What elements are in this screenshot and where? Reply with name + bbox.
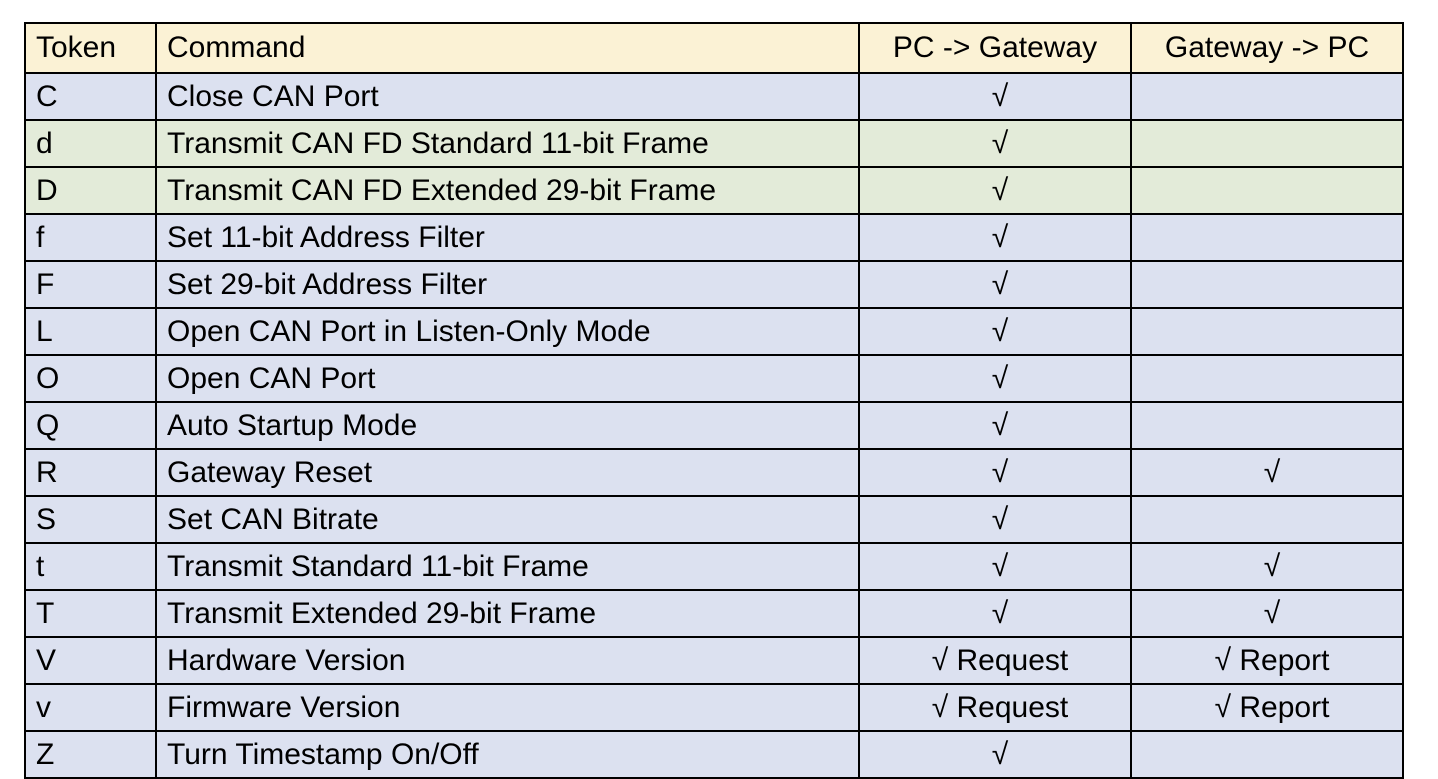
cell-command: Set 11-bit Address Filter (155, 213, 860, 262)
cell-pc-to-gateway: √ (858, 119, 1132, 168)
cell-token: V (24, 636, 157, 685)
cell-pc-to-gateway: √ (858, 354, 1132, 403)
cell-command: Gateway Reset (155, 448, 860, 497)
cell-pc-to-gateway: √ (858, 260, 1132, 309)
cell-gateway-to-pc (1130, 495, 1404, 544)
cell-gateway-to-pc: √ Report (1130, 683, 1404, 732)
cell-pc-to-gateway: √ (858, 72, 1132, 121)
cell-token: L (24, 307, 157, 356)
cell-command: Set CAN Bitrate (155, 495, 860, 544)
cell-command: Transmit Standard 11-bit Frame (155, 542, 860, 591)
cell-gateway-to-pc: √ Report (1130, 636, 1404, 685)
cell-pc-to-gateway: √ (858, 213, 1132, 262)
cell-token: C (24, 72, 157, 121)
cell-pc-to-gateway: √ (858, 589, 1132, 638)
column-header-pc-to-gateway: PC -> Gateway (858, 22, 1132, 74)
cell-command: Open CAN Port (155, 354, 860, 403)
cell-gateway-to-pc (1130, 730, 1404, 779)
cell-pc-to-gateway: √ Request (858, 636, 1132, 685)
cell-gateway-to-pc (1130, 72, 1404, 121)
cell-pc-to-gateway: √ Request (858, 683, 1132, 732)
cell-token: D (24, 166, 157, 215)
cell-command: Open CAN Port in Listen-Only Mode (155, 307, 860, 356)
cell-pc-to-gateway: √ (858, 448, 1132, 497)
cell-gateway-to-pc: √ (1130, 589, 1404, 638)
cell-pc-to-gateway: √ (858, 166, 1132, 215)
cell-gateway-to-pc (1130, 213, 1404, 262)
column-header-command: Command (155, 22, 860, 74)
column-header-token: Token (24, 22, 157, 74)
cell-token: v (24, 683, 157, 732)
cell-command: Set 29-bit Address Filter (155, 260, 860, 309)
cell-pc-to-gateway: √ (858, 730, 1132, 779)
cell-token: T (24, 589, 157, 638)
cell-gateway-to-pc (1130, 166, 1404, 215)
cell-command: Hardware Version (155, 636, 860, 685)
cell-token: t (24, 542, 157, 591)
cell-command: Turn Timestamp On/Off (155, 730, 860, 779)
cell-token: Z (24, 730, 157, 779)
cell-token: f (24, 213, 157, 262)
cell-token: d (24, 119, 157, 168)
cell-command: Transmit Extended 29-bit Frame (155, 589, 860, 638)
cell-gateway-to-pc (1130, 307, 1404, 356)
can-command-table: Token Command PC -> Gateway Gateway -> P… (24, 22, 1404, 779)
cell-token: S (24, 495, 157, 544)
cell-command: Transmit CAN FD Standard 11-bit Frame (155, 119, 860, 168)
cell-token: Q (24, 401, 157, 450)
table-header: Token Command PC -> Gateway Gateway -> P… (24, 22, 1404, 74)
cell-command: Transmit CAN FD Extended 29-bit Frame (155, 166, 860, 215)
cell-command: Close CAN Port (155, 72, 860, 121)
cell-gateway-to-pc (1130, 354, 1404, 403)
cell-token: F (24, 260, 157, 309)
table-header-row: Token Command PC -> Gateway Gateway -> P… (24, 22, 1404, 74)
cell-pc-to-gateway: √ (858, 542, 1132, 591)
cell-gateway-to-pc (1130, 401, 1404, 450)
cell-command: Firmware Version (155, 683, 860, 732)
cell-pc-to-gateway: √ (858, 401, 1132, 450)
cell-gateway-to-pc (1130, 260, 1404, 309)
column-header-gateway-to-pc: Gateway -> PC (1130, 22, 1404, 74)
cell-gateway-to-pc: √ (1130, 542, 1404, 591)
cell-pc-to-gateway: √ (858, 495, 1132, 544)
cell-token: O (24, 354, 157, 403)
cell-gateway-to-pc: √ (1130, 448, 1404, 497)
cell-gateway-to-pc (1130, 119, 1404, 168)
cell-command: Auto Startup Mode (155, 401, 860, 450)
cell-pc-to-gateway: √ (858, 307, 1132, 356)
cell-token: R (24, 448, 157, 497)
